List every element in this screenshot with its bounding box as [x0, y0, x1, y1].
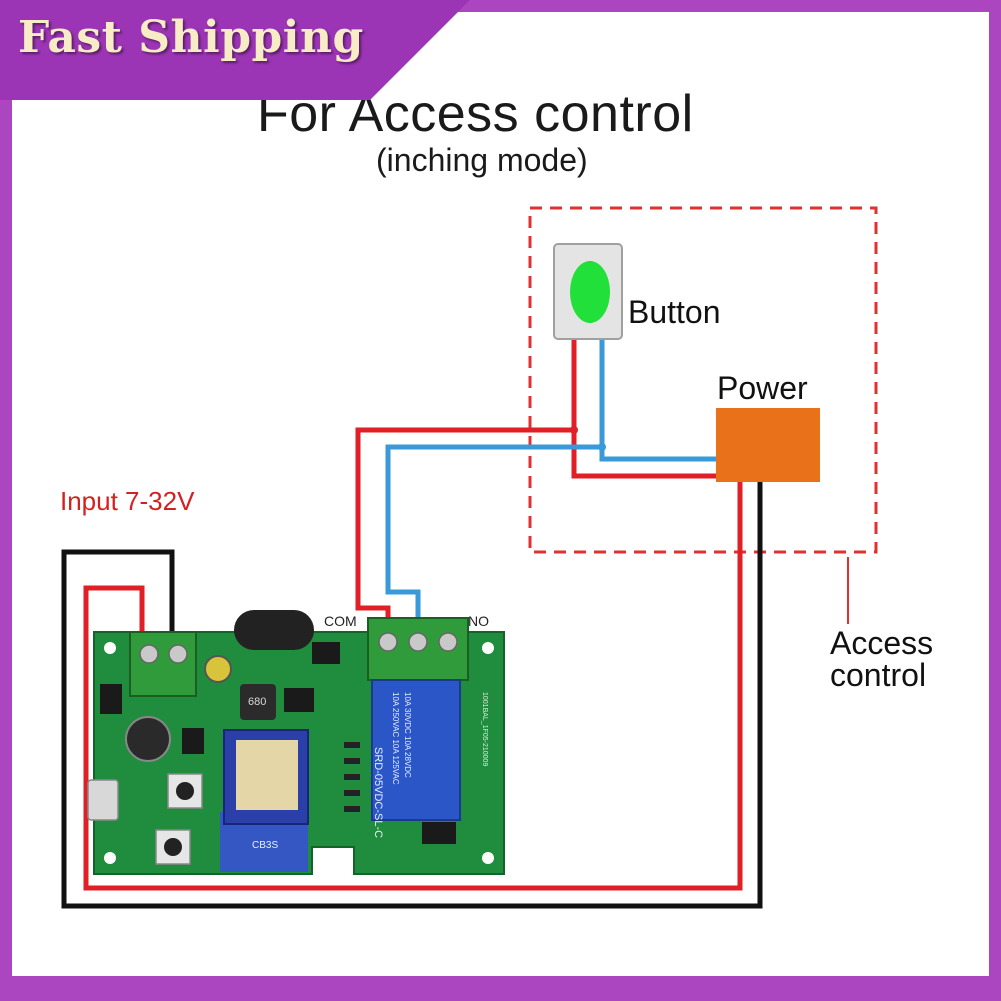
resistor — [344, 790, 360, 796]
tactile-button-cap — [176, 782, 194, 800]
banner-ribbon — [0, 0, 470, 100]
access-control-box — [528, 206, 878, 554]
antenna-coil — [234, 610, 314, 650]
input-terminal-block — [129, 631, 197, 697]
relay-module — [87, 610, 505, 875]
wire-junction-blue — [598, 443, 606, 451]
resistor — [344, 806, 360, 812]
relay-block — [371, 679, 461, 821]
wire-blue-no — [385, 338, 605, 632]
board-code-label: 1001BAL_1F05-210009 — [481, 692, 488, 767]
wire-red-input — [83, 482, 743, 891]
button-led-icon — [570, 261, 610, 323]
diagram-subtitle: (inching mode) — [376, 142, 588, 178]
com-terminal-label: COM — [324, 613, 357, 629]
wiring-diagram — [61, 206, 878, 909]
wifi-module-shield — [236, 740, 298, 810]
wire-red-button-power — [571, 430, 716, 479]
fast-shipping-banner: Fast Shipping — [18, 12, 364, 63]
ic-chip — [100, 684, 122, 714]
terminal-screw — [438, 632, 458, 652]
wire-junction-red — [570, 426, 578, 434]
mount-hole — [104, 642, 116, 654]
relay-model-text: SRD-05VDC-SL-C — [372, 747, 384, 839]
terminal-screw — [408, 632, 428, 652]
resistor — [344, 774, 360, 780]
button-label: Button — [628, 294, 721, 330]
input-voltage-label: Input 7-32V — [60, 486, 195, 516]
relay-base — [422, 822, 456, 844]
access-control-label: Access control — [830, 625, 934, 693]
mount-hole — [104, 852, 116, 864]
relay-rating-text-2: 10A 30VDC 10A 28VDC — [403, 692, 412, 778]
no-terminal-label: NO — [468, 613, 489, 629]
power-box — [716, 408, 820, 482]
resistor — [344, 742, 360, 748]
wifi-chip-label: CB3S — [252, 840, 279, 851]
capacitor — [125, 716, 171, 762]
capacitor — [204, 655, 232, 683]
tactile-button-cap — [164, 838, 182, 856]
inductor-label: 680 — [248, 696, 267, 708]
wire-black — [61, 482, 763, 909]
wire-blue-button-power — [599, 447, 716, 462]
ic-chip — [312, 642, 340, 664]
micro-usb-port — [87, 779, 119, 821]
wire-red-com — [355, 338, 577, 632]
terminal-screw — [378, 632, 398, 652]
ic-chip — [284, 688, 314, 712]
resistor — [344, 758, 360, 764]
terminal-screw — [168, 644, 188, 664]
mount-hole — [482, 642, 494, 654]
diagram-canvas: For Access control (inching mode) Button… — [12, 12, 989, 976]
inductor — [240, 684, 276, 720]
relay-rating-text-1: 10A 250VAC 10A 125VAC — [391, 692, 400, 785]
power-label: Power — [717, 370, 808, 406]
terminal-screw — [139, 644, 159, 664]
ic-chip — [182, 728, 204, 754]
mount-hole — [482, 852, 494, 864]
